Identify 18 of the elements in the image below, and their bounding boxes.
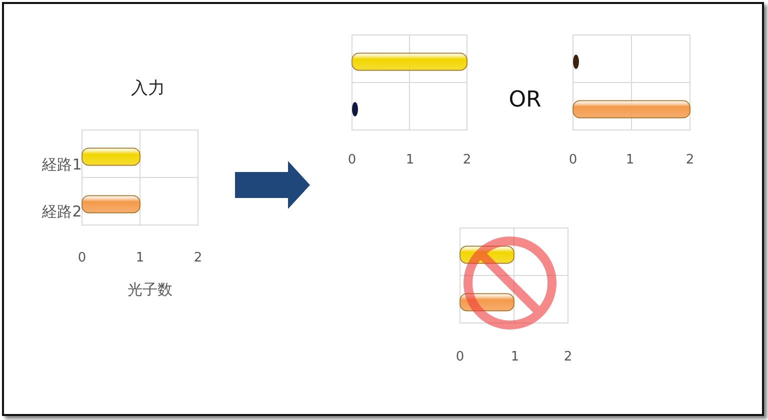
- tick-label: 0: [78, 250, 86, 266]
- or-text: OR: [508, 88, 542, 112]
- tick-label: 1: [510, 350, 520, 364]
- tick-label: 2: [686, 152, 694, 168]
- category-label: 経路1: [42, 156, 82, 174]
- block-arrow: [235, 161, 310, 209]
- tick-label: 2: [564, 350, 572, 364]
- axis-title: 光子数: [128, 280, 172, 300]
- tick-label: 0: [456, 350, 464, 364]
- tick-label: 2: [462, 152, 472, 168]
- tick-label: 1: [626, 152, 634, 168]
- chart-title: 入力: [131, 78, 165, 100]
- category-label: 経路2: [42, 202, 82, 222]
- tick-label: 0: [568, 152, 578, 168]
- tick-label: 1: [136, 250, 144, 266]
- tick-label: 1: [406, 152, 414, 168]
- tick-label: 2: [194, 250, 202, 266]
- tick-label: 0: [348, 152, 356, 168]
